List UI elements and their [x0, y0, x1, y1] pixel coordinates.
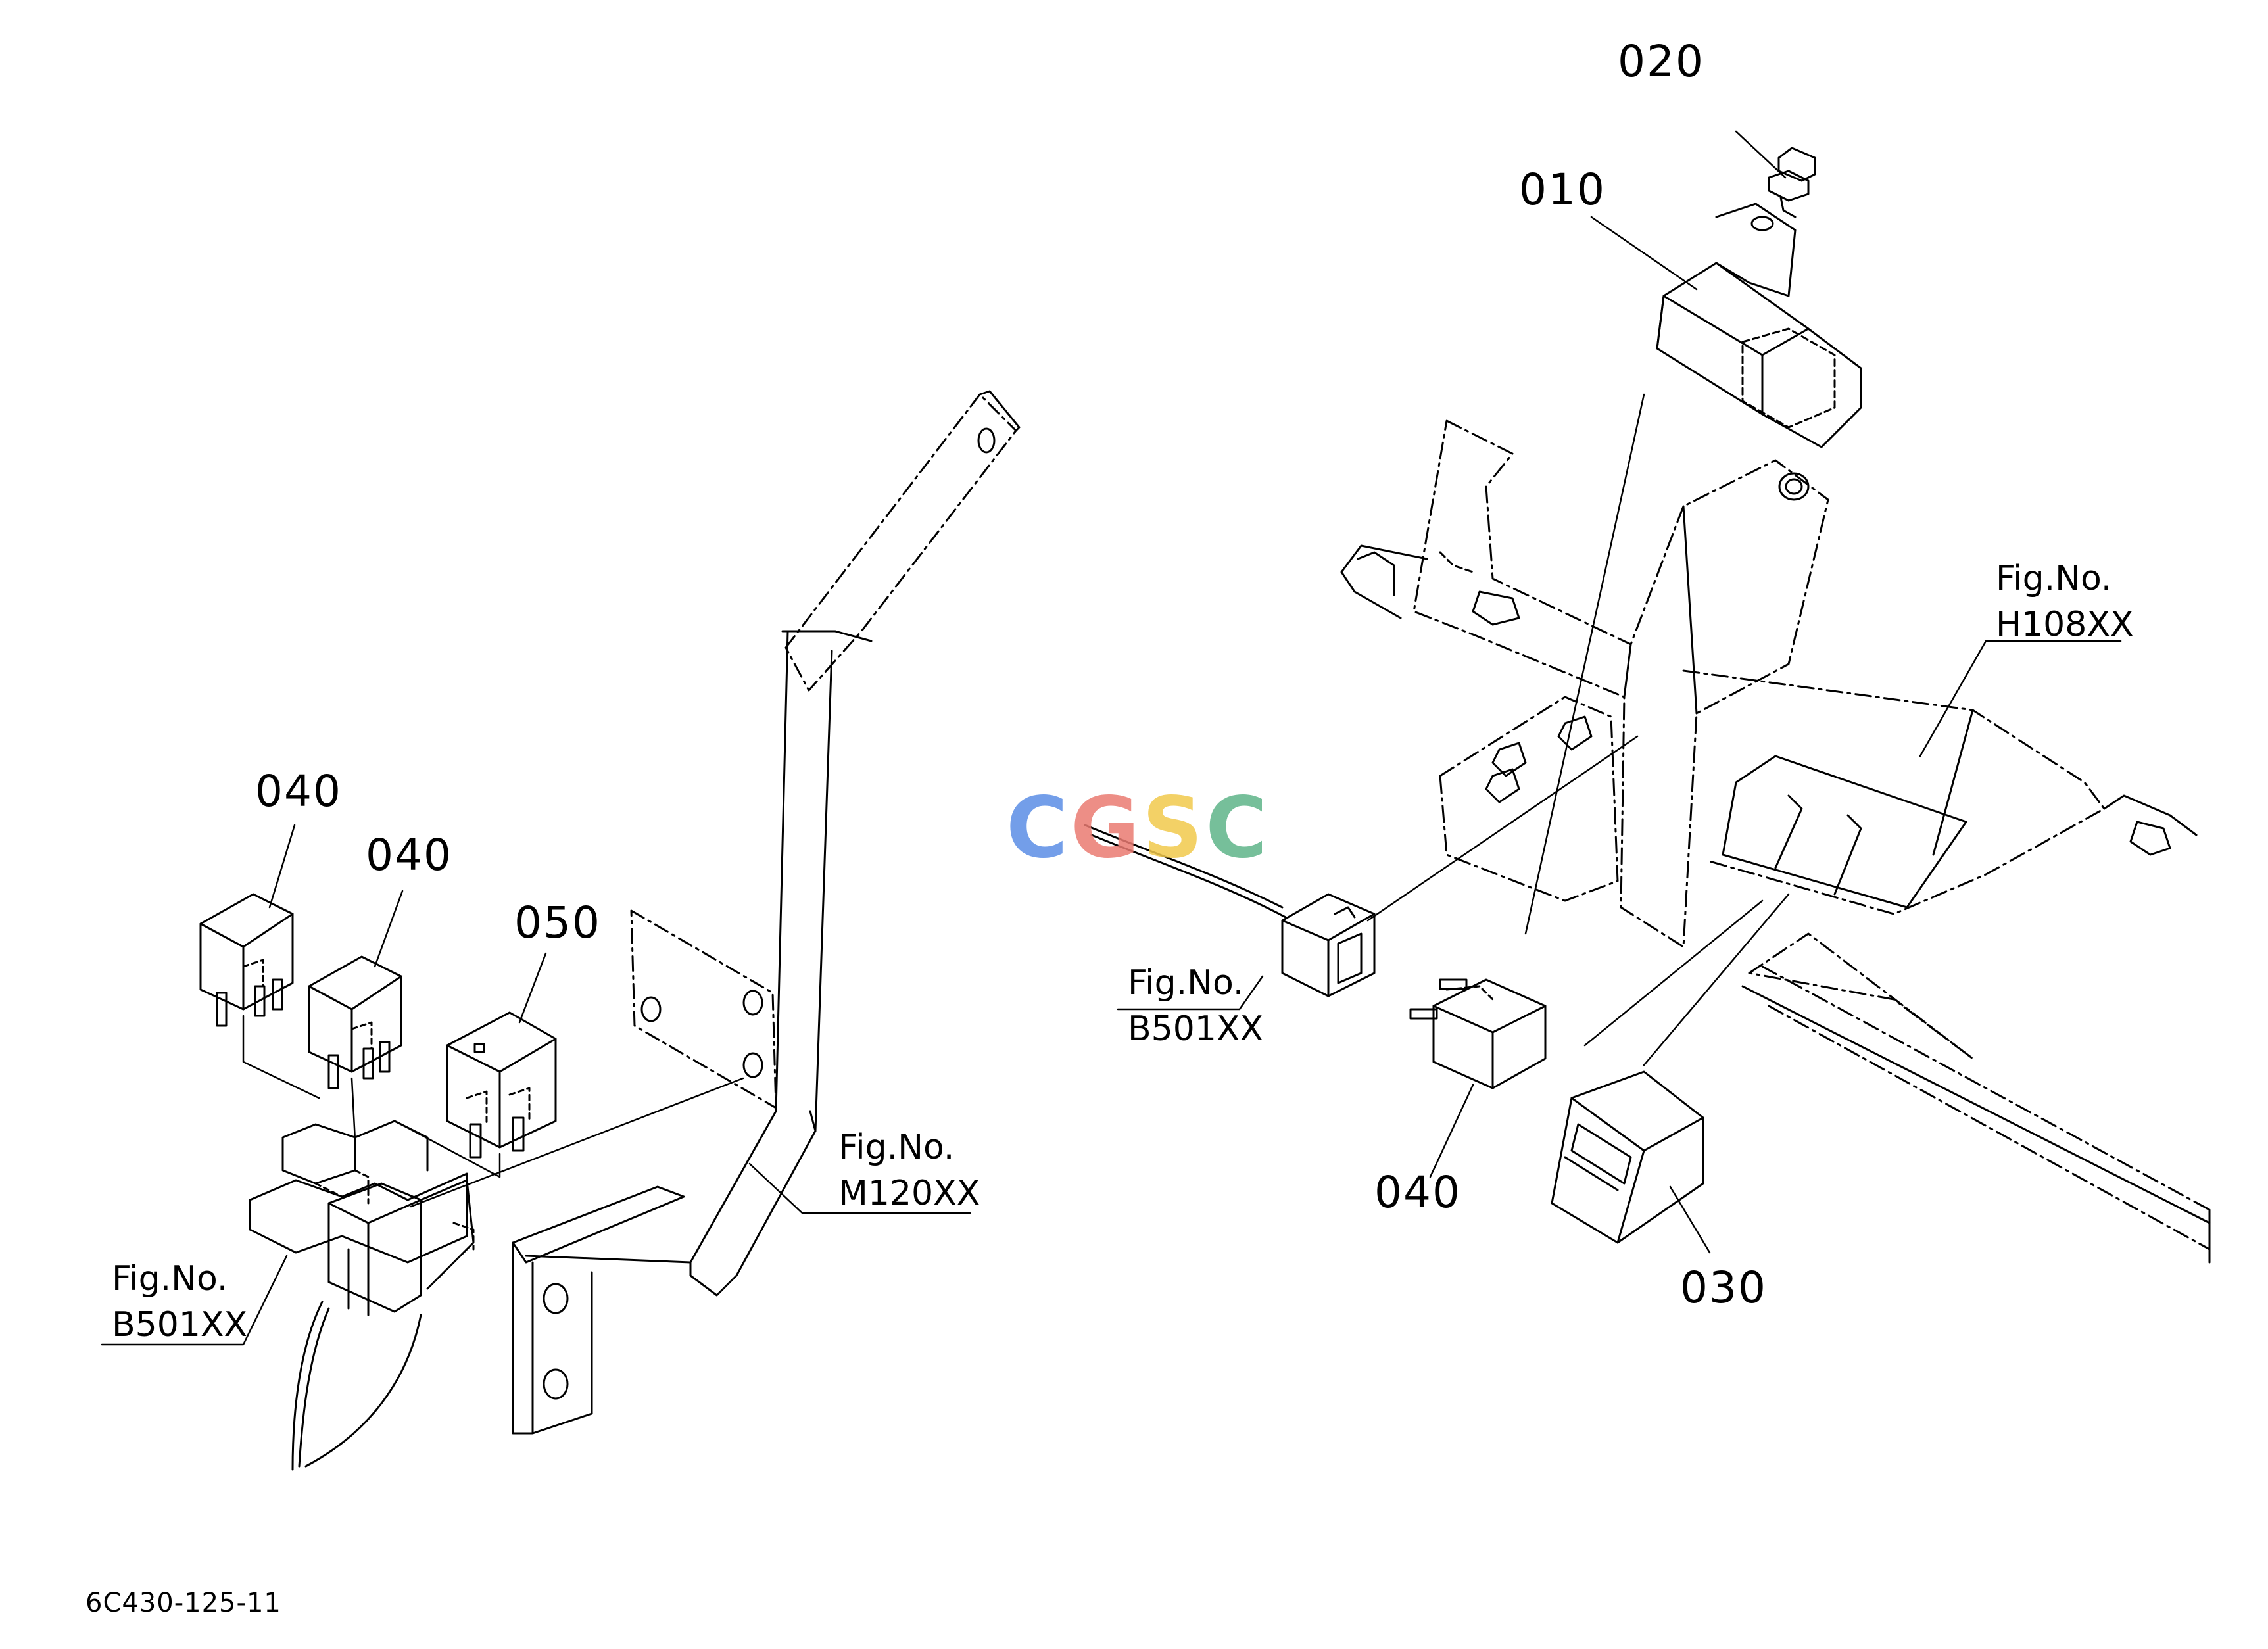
part-label-030: 030	[1680, 1262, 1767, 1313]
figure-ref-code: B501XX	[112, 1305, 248, 1345]
watermark-letter: S	[1142, 779, 1206, 877]
figure-ref-title: Fig.No.	[838, 1128, 955, 1167]
relay-050	[446, 1011, 557, 1159]
part-label-020: 020	[1618, 36, 1704, 87]
figure-ref-title: Fig.No.	[1128, 963, 1244, 1003]
figure-ref-code: H108XX	[1996, 605, 2134, 644]
switch-030	[1551, 1070, 1704, 1244]
relay-socket-assembly	[249, 1120, 475, 1471]
figure-ref-m120: Fig.No. M120XX	[838, 1124, 980, 1216]
diagram-code: 6C430-125-11	[85, 1588, 281, 1618]
figure-ref-h108: Fig.No. H108XX	[1996, 556, 2134, 648]
relay-010	[1656, 203, 1862, 501]
leader-lines-right	[1117, 130, 2122, 1254]
figure-ref-code: M120XX	[838, 1174, 980, 1213]
bracket-arm	[512, 390, 1021, 1435]
relay-040-left	[199, 893, 294, 1027]
watermark-letter: G	[1070, 779, 1142, 877]
leader-lines-left	[101, 824, 971, 1346]
part-label-010: 010	[1519, 164, 1606, 215]
figure-ref-b501-left: Fig.No. B501XX	[112, 1256, 247, 1348]
part-label-040-right: 040	[1374, 1167, 1461, 1218]
figure-ref-b501-right: Fig.No. B501XX	[1128, 960, 1263, 1052]
bolt-020	[1768, 147, 1816, 218]
part-label-040-middle: 040	[366, 830, 452, 880]
mounting-plate	[630, 909, 777, 1109]
relay-040-middle	[308, 955, 402, 1089]
watermark-logo: CGSC	[1006, 779, 1270, 877]
relay-040-right	[1409, 978, 1547, 1089]
frame-support	[1340, 419, 2211, 1264]
part-label-050: 050	[514, 897, 601, 948]
figure-ref-title: Fig.No.	[112, 1259, 228, 1299]
watermark-letter: C	[1205, 779, 1270, 877]
figure-ref-title: Fig.No.	[1996, 559, 2112, 598]
part-label-040-left: 040	[255, 766, 342, 817]
watermark-letter: C	[1006, 779, 1071, 877]
figure-ref-code: B501XX	[1128, 1009, 1264, 1049]
relay-connector-right	[1084, 824, 1376, 997]
